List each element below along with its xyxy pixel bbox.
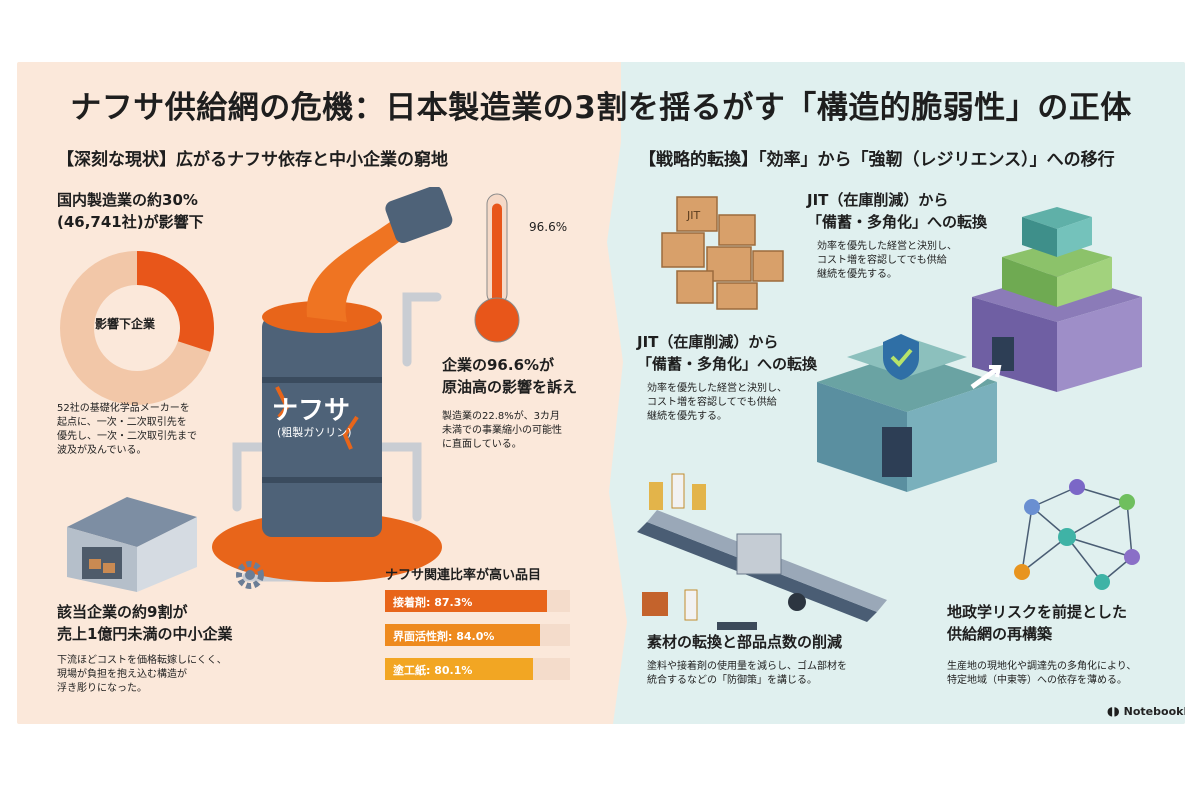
notebooklm-icon: ◖◗ <box>1107 704 1120 718</box>
geo-line1: 地政学リスクを前提とした <box>947 603 1128 621</box>
thermo-value: 96.6% <box>529 220 568 234</box>
donut-chart <box>60 251 214 405</box>
left-heading: 【深刻な現状】広がるナフサ依存と中小企業の窮地 <box>57 150 448 170</box>
bar-row: 界面活性剤: 84.0% <box>385 624 570 646</box>
jit-top-note-line: 効率を優先した経営と決別し、 <box>817 241 957 252</box>
jit-mid-note-line: 効率を優先した経営と決別し、 <box>647 383 787 394</box>
arrow-up-right-icon <box>970 365 1002 390</box>
geo-note: 生産地の現地化や調達先の多角化により、 特定地域（中東等）への依存を薄める。 <box>947 660 1177 688</box>
sme-note: 下流ほどコストを価格転嫁しにくく、 現場が負担を抱え込む構造が 浮き彫りになった… <box>57 654 267 696</box>
sme-line1: 該当企業の約9割が <box>57 603 188 621</box>
claim-note-line: 製造業の22.8%が、3カ月 <box>442 411 560 422</box>
sme-note-line: 現場が負担を抱え込む構造が <box>57 669 187 680</box>
claim-note: 製造業の22.8%が、3カ月 未満での事業縮小の可能性 に直面している。 <box>442 410 612 452</box>
jit-top-note-line: 継続を優先する。 <box>817 269 897 280</box>
claim-line1: 企業の96.6%が <box>442 356 555 374</box>
bar-list: 接着剤: 87.3% 界面活性剤: 84.0% 塗工紙: 80.1% <box>385 590 570 690</box>
stat1-line2: (46,741社)が影響下 <box>57 213 204 231</box>
bar-row: 接着剤: 87.3% <box>385 590 570 612</box>
logo-text: NotebookLM <box>1123 704 1185 718</box>
claim-line2: 原油高の影響を訴え <box>442 378 578 396</box>
claim-note-line: 未満での事業縮小の可能性 <box>442 425 562 436</box>
bar-label: 接着剤: 87.3% <box>393 596 473 609</box>
conveyor-icon <box>637 473 887 630</box>
chemical-note-line: 起点に、一次・二次取引先を <box>57 417 187 428</box>
donut-slice <box>136 251 214 352</box>
bar-label: 界面活性剤: 84.0% <box>393 630 495 643</box>
jit-top-note: 効率を優先した経営と決別し、 コスト増を容認してでも供給 継続を優先する。 <box>817 240 982 282</box>
jit-mid-note-line: コスト増を容認してでも供給 <box>647 397 777 408</box>
jit-box-text: JIT <box>686 209 700 222</box>
oil-stream <box>306 217 412 322</box>
bar-label: 塗工紙: 80.1% <box>393 664 473 677</box>
sme-note-line: 下流ほどコストを価格転嫁しにくく、 <box>57 655 227 666</box>
claim-note-line: に直面している。 <box>442 439 522 450</box>
jit-mid-line2: 「備蓄・多角化」への転換 <box>637 355 818 373</box>
chemical-note-line: 波及が及んでいる。 <box>57 445 147 456</box>
warehouse-icon <box>67 497 197 592</box>
main-title: ナフサ供給網の危機：日本製造業の3割を揺るがす「構造的脆弱性」の正体 <box>70 90 1132 126</box>
collapsing-boxes-icon: JIT <box>661 196 784 310</box>
jit-top-line1: JIT（在庫削減）から <box>807 191 949 209</box>
jit-mid-line1: JIT（在庫削減）から <box>637 333 779 351</box>
bar-fill <box>385 658 534 680</box>
barrel-label: ナフサ <box>272 396 351 426</box>
notebooklm-logo: ◖◗ NotebookLM <box>1107 704 1185 718</box>
jit-mid-note-line: 継続を優先する。 <box>647 411 727 422</box>
right-heading: 【戦略的転換】「効率」から「強靭（レジリエンス）」への移行 <box>639 150 1115 170</box>
chemical-note-line: 52社の基礎化学品メーカーを <box>57 403 190 414</box>
naphtha-barrel-illustration <box>212 187 453 582</box>
shield-check-icon <box>883 334 919 380</box>
material-line1: 素材の転換と部品点数の削減 <box>647 633 843 651</box>
stat1-line1: 国内製造業の約30% <box>57 191 198 209</box>
barrel-sublabel: (粗製ガソリン) <box>277 426 352 439</box>
chemical-note: 52社の基礎化学品メーカーを 起点に、一次・二次取引先を 優先し、一次・二次取引… <box>57 402 227 458</box>
infographic-card: ナフサ供給網の危機：日本製造業の3割を揺るがす「構造的脆弱性」の正体 【深刻な現… <box>17 62 1185 724</box>
geo-note-line: 生産地の現地化や調達先の多角化により、 <box>947 661 1137 672</box>
chemical-note-line: 優先し、一次・二次取引先まで <box>57 431 197 442</box>
bars-title: ナフサ関連比率が高い品目 <box>385 568 542 583</box>
fortress-icon <box>817 337 997 492</box>
gear-icon <box>236 561 264 589</box>
sme-note-line: 浮き彫りになった。 <box>57 683 147 694</box>
thermometer-icon <box>474 193 520 343</box>
jit-top-line2: 「備蓄・多角化」への転換 <box>807 213 988 231</box>
donut-label: 影響下企業 <box>95 317 156 331</box>
material-note: 塗料や接着剤の使用量を減らし、ゴム部材を 統合するなどの「防御策」を講じる。 <box>647 660 907 688</box>
material-note-line: 統合するなどの「防御策」を講じる。 <box>647 675 817 686</box>
bar-fill <box>385 624 541 646</box>
network-icon <box>1014 479 1140 590</box>
bar-row: 塗工紙: 80.1% <box>385 658 570 680</box>
geo-note-line: 特定地域（中東等）への依存を薄める。 <box>947 675 1127 686</box>
jit-top-note-line: コスト増を容認してでも供給 <box>817 255 947 266</box>
geo-line2: 供給網の再構築 <box>947 625 1053 643</box>
pouring-barrel <box>385 187 453 243</box>
sme-line2: 売上1億円未満の中小企業 <box>57 625 233 643</box>
jit-mid-note: 効率を優先した経営と決別し、 コスト増を容認してでも供給 継続を優先する。 <box>647 382 817 424</box>
material-note-line: 塗料や接着剤の使用量を減らし、ゴム部材を <box>647 661 847 672</box>
bar-fill <box>385 590 547 612</box>
